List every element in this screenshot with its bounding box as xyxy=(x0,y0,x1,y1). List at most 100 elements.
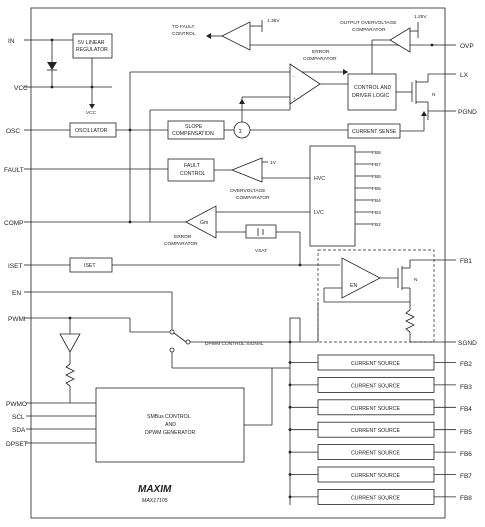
pin-fb4: FB4 xyxy=(460,406,472,413)
slope-line2: COMPENSATION xyxy=(172,131,214,137)
fb-stack-8: FB8 xyxy=(372,150,381,156)
current-source-label: CURRENT SOURCE xyxy=(351,428,400,434)
right-pins: OVP LX PGND FB1 SGND FB2 FB3 FB4 FB5 FB6… xyxy=(458,43,477,502)
to-fault-line1: TO FAULT xyxy=(172,24,195,30)
current-source-label: CURRENT SOURCE xyxy=(351,383,400,389)
current-source-6: CURRENT SOURCE xyxy=(288,444,456,461)
to-fault-line2: CONTROL xyxy=(172,31,196,37)
vcc-internal-label: VCC xyxy=(86,110,97,116)
current-source-stack: CURRENT SOURCE CURRENT SOURCE CURRENT SOUR… xyxy=(288,354,456,505)
smbus-line1: SMBus CONTROL xyxy=(147,414,191,420)
fb-stack-2: FB2 xyxy=(372,222,381,228)
current-source-5: CURRENT SOURCE xyxy=(288,421,456,438)
pwmi-buffer xyxy=(59,333,81,353)
lvc-label: LVC xyxy=(314,210,324,216)
current-source-label: CURRENT SOURCE xyxy=(351,361,400,367)
current-source-label: CURRENT SOURCE xyxy=(351,473,400,479)
ov-comp-line1: OVERVOLTAGE xyxy=(230,188,265,194)
vsat-label: VSAT xyxy=(255,248,267,254)
regulator-section: 5V LINEAR REGULATOR VCC xyxy=(31,33,113,116)
ovp-section: TO FAULT CONTROL 1.36V OUTPUT OVERVOLTAG… xyxy=(172,14,445,74)
control-driver-logic-box xyxy=(347,73,397,111)
current-source-8: CURRENT SOURCE xyxy=(288,488,456,505)
gm-amplifier xyxy=(185,205,217,239)
hvc-lvc-section: HVC LVC FB8 FB7 FB6 FB5 FB4 FB3 FB2 xyxy=(309,145,381,247)
pin-stubs xyxy=(24,39,456,444)
pin-fb6: FB6 xyxy=(460,451,472,458)
pwm-control-section: - + ERROR COMPARATOR CONTROL AND DRIVER … xyxy=(289,49,445,139)
pin-pgnd: PGND xyxy=(458,109,477,116)
comp-plus-top: + xyxy=(293,97,296,102)
hvc-label: HVC xyxy=(314,176,325,182)
smbus-section: SMBus CONTROL AND DPWM GENERATOR xyxy=(31,368,273,463)
left-pins: IN VCC OSC FAULT COMP ISET EN PWMI PWMO … xyxy=(4,38,28,448)
comp-minus-top: - xyxy=(293,75,295,80)
pin-vcc: VCC xyxy=(14,85,28,92)
control-logic-line2: DRIVER LOGIC xyxy=(352,93,389,99)
pin-fb2: FB2 xyxy=(460,361,472,368)
slope-line1: SLOPE xyxy=(185,124,203,130)
en-amp-label: EN xyxy=(350,283,357,289)
comp-section: Gm VSAT ERROR COMPARATOR xyxy=(31,100,310,265)
fault-control-line2: CONTROL xyxy=(180,171,205,177)
error-comp-top-line2: COMPARATOR xyxy=(303,56,337,62)
dpwm-signal-label: DPWM CONTROL SIGNAL xyxy=(205,341,264,347)
smbus-line2: AND xyxy=(165,422,176,428)
pin-en: EN xyxy=(12,290,21,297)
channel1-dashed-box xyxy=(317,249,435,343)
smbus-line3: DPWM GENERATOR xyxy=(145,430,195,436)
fb-stack-5: FB5 xyxy=(372,186,381,192)
dpwm-section: DPWM CONTROL SIGNAL xyxy=(31,291,319,505)
brand-text: MAXIM xyxy=(138,484,172,495)
en-amplifier xyxy=(341,257,381,299)
error-comp-top-line1: ERROR xyxy=(312,49,330,55)
linear-regulator-box xyxy=(72,33,113,59)
current-source-2: CURRENT SOURCE xyxy=(288,354,456,371)
pin-comp: COMP xyxy=(4,220,24,227)
pin-dpset: DPSET xyxy=(6,441,28,448)
smbus-control-box xyxy=(95,387,245,463)
ovp-comparator xyxy=(389,27,411,53)
pin-fb8: FB8 xyxy=(460,495,472,502)
current-source-7: CURRENT SOURCE xyxy=(288,466,456,483)
pin-sgnd: SGND xyxy=(458,340,477,347)
gm-label: Gm xyxy=(200,220,208,226)
pin-osc: OSC xyxy=(6,128,20,135)
ovp-comp-line1: OUTPUT OVERVOLTAGE xyxy=(340,20,396,26)
fault-section: FAULT CONTROL 1V OVERVOLTAGE COMPARATOR xyxy=(31,157,310,201)
error-comp-mid-line1: ERROR xyxy=(174,234,192,240)
maxim-logo: MAXIM MAX17105 xyxy=(138,484,172,504)
fb-stack-4: FB4 xyxy=(372,198,381,204)
part-number: MAX17105 xyxy=(142,498,168,504)
ovp-comp-line2: COMPARATOR xyxy=(352,27,386,33)
fb-stack-3: FB3 xyxy=(372,210,381,216)
pin-fault: FAULT xyxy=(4,167,24,174)
regulator-line1: 5V LINEAR xyxy=(78,40,105,46)
pin-fb7: FB7 xyxy=(460,473,472,480)
current-sense-label: CURRENT SENSE xyxy=(352,129,397,135)
pin-iset: ISET xyxy=(8,263,22,270)
error-comparator-top xyxy=(289,63,321,105)
pin-pwmo: PWMO xyxy=(6,401,27,408)
hvc-lvc-selector xyxy=(309,145,356,247)
current-source-label: CURRENT SOURCE xyxy=(351,406,400,412)
fb-stack-6: FB6 xyxy=(372,174,381,180)
control-logic-line1: CONTROL AND xyxy=(354,85,392,91)
oscillator-row: OSCILLATOR SLOPE COMPENSATION Σ xyxy=(31,69,348,140)
ov-comp-line2: COMPARATOR xyxy=(236,195,270,201)
pin-fb3: FB3 xyxy=(460,384,472,391)
nmos-label-top: N xyxy=(432,92,436,98)
current-source-label: CURRENT SOURCE xyxy=(351,451,400,457)
sum-symbol: Σ xyxy=(239,129,242,135)
iset-label: ISET xyxy=(84,263,96,269)
regulator-line2: REGULATOR xyxy=(76,47,108,53)
current-source-label: CURRENT SOURCE xyxy=(351,495,400,501)
fault-control-line1: FAULT xyxy=(184,163,201,169)
pin-pwmi: PWMI xyxy=(8,316,26,323)
fb-stack-7: FB7 xyxy=(372,162,381,168)
pin-ovp: OVP xyxy=(460,43,474,50)
current-source-3: CURRENT SOURCE xyxy=(288,376,456,393)
nmos-label-ch1: N xyxy=(414,277,418,283)
fb-stack-lines xyxy=(355,151,372,225)
